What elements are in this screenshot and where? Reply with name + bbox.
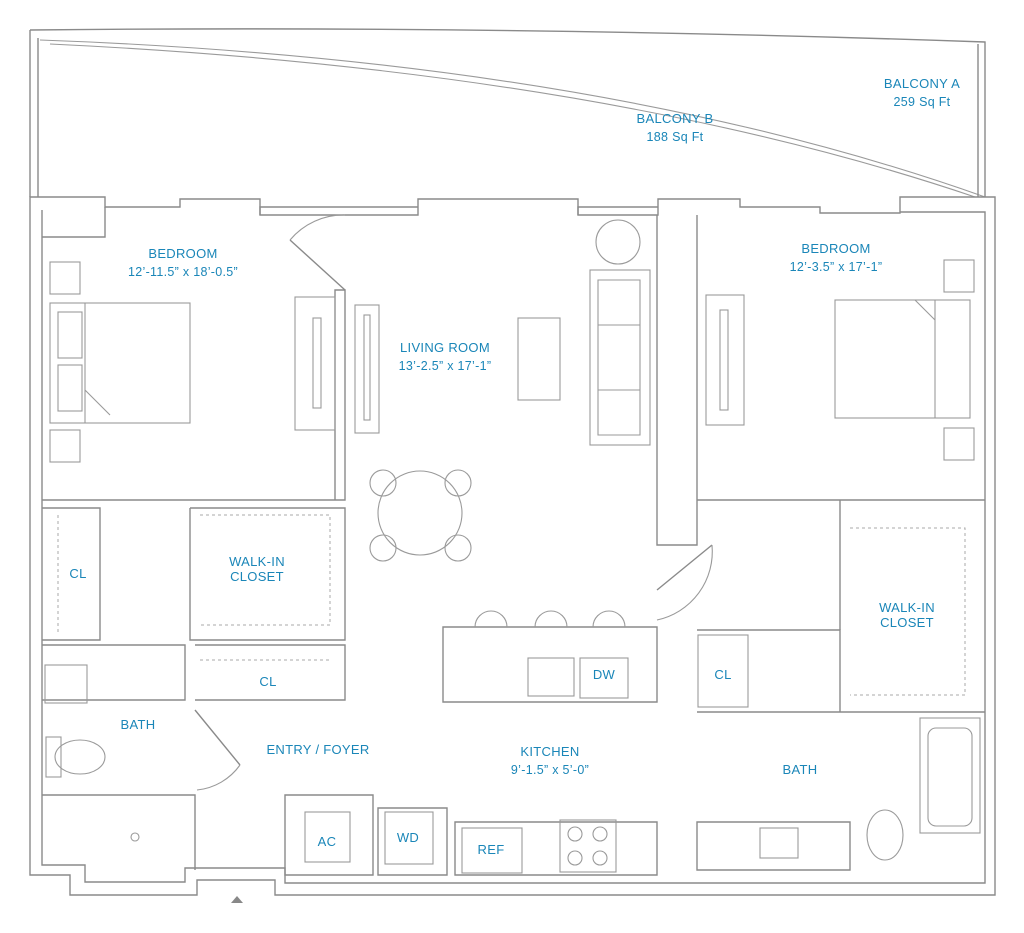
closet-left-label: CL [69,566,86,581]
balcony-b-label: BALCONY B [637,111,714,126]
kitchen-label: KITCHEN [520,744,579,759]
walkin-right-label-1: WALK-IN [879,600,935,615]
walkin-right-label-2: CLOSET [880,615,934,630]
room-labels: BALCONY A 259 Sq Ft BALCONY B 188 Sq Ft … [69,76,960,857]
bedroom-right-label: BEDROOM [801,241,870,256]
bedroom-left-label: BEDROOM [148,246,217,261]
interior-walls [42,214,985,876]
living-room-label: LIVING ROOM [400,340,490,355]
closet-foyer-label: CL [259,674,276,689]
bedroom-right-dims: 12’-3.5” x 17’-1” [790,260,883,274]
bath-left-label: BATH [121,717,156,732]
furniture [44,219,981,903]
ac-label: AC [318,834,337,849]
balcony-a-area: 259 Sq Ft [894,95,951,109]
living-room-dims: 13’-2.5” x 17’-1” [399,359,492,373]
balcony-a-label: BALCONY A [884,76,960,91]
refrigerator-label: REF [478,842,505,857]
exterior-walls [29,196,996,896]
entry-label: ENTRY / FOYER [266,742,369,757]
balcony-outline [29,28,986,198]
dishwasher-label: DW [593,667,616,682]
entry-arrow-icon [231,896,243,903]
closet-right-label: CL [714,667,731,682]
walkin-left-label-2: CLOSET [230,569,284,584]
balcony-b-area: 188 Sq Ft [647,130,704,144]
washer-dryer-label: WD [397,830,419,845]
walkin-left-label-1: WALK-IN [229,554,285,569]
kitchen-dims: 9’-1.5” x 5’-0” [511,763,589,777]
bedroom-left-dims: 12’-11.5” x 18’-0.5” [128,265,238,279]
bath-right-label: BATH [783,762,818,777]
